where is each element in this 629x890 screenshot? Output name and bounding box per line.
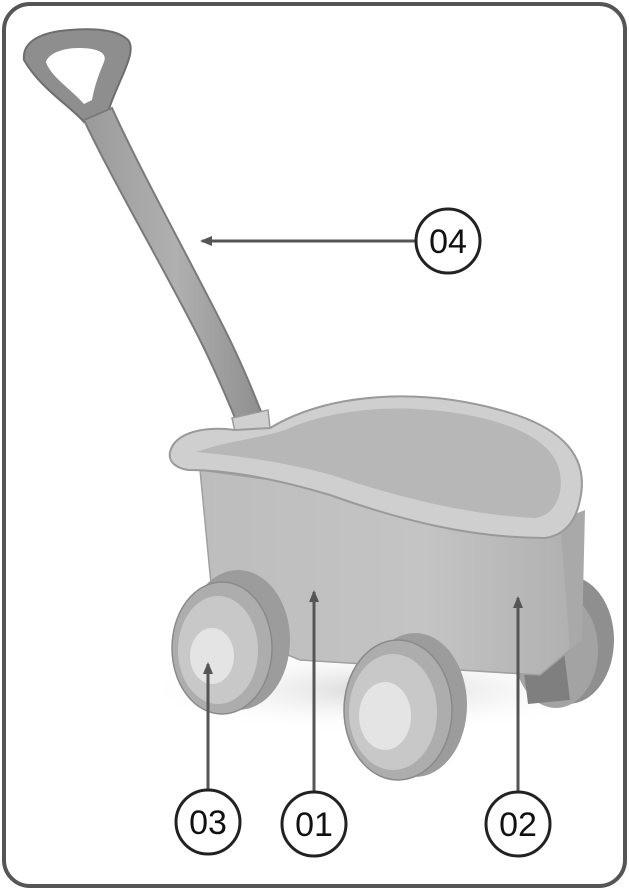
callout-label: 01 [295,806,333,844]
wheel-hub [190,628,234,684]
callout-label: 03 [189,804,227,842]
callout-01: 01 [282,792,346,856]
callout-02: 02 [486,792,550,856]
wheel-hub [359,682,411,750]
callout-03: 03 [176,790,240,854]
callout-label: 04 [429,223,467,261]
callout-label: 02 [499,806,537,844]
callout-04: 04 [416,209,480,273]
